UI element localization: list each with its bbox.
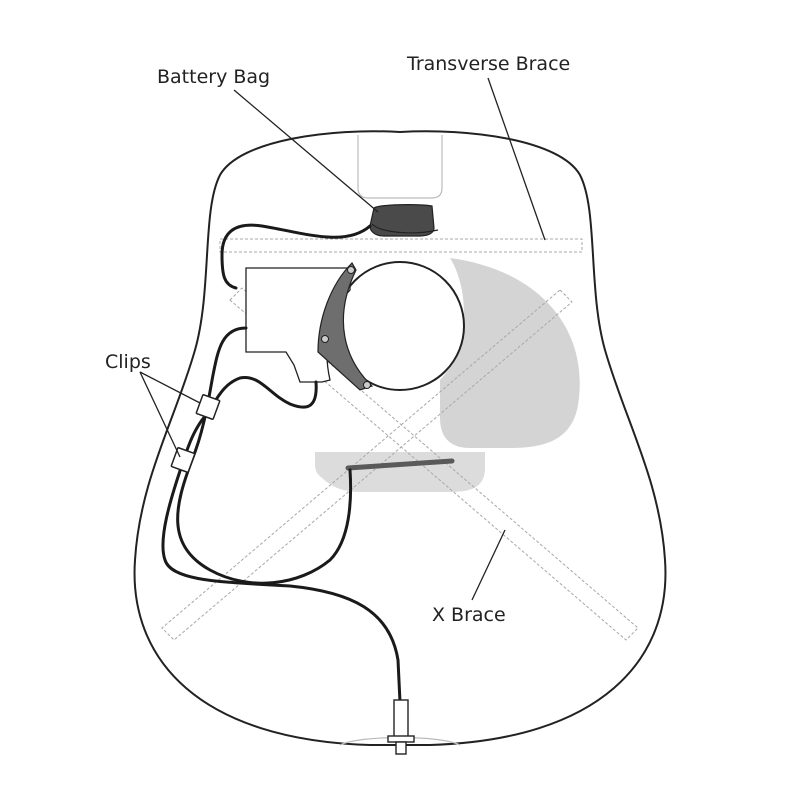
battery-bag-label: Battery Bag [157,66,270,88]
cable-clip-upper [195,394,221,420]
preamp-bracket [317,262,374,391]
end-pin-jack [393,699,409,739]
x-brace-leader [471,529,506,601]
battery-bag [369,204,435,237]
battery-bag-leader [233,89,379,213]
bracket-screw-top [347,266,355,274]
x-brace-bar-a [229,287,639,641]
preamp-cable-output [161,376,402,704]
x-brace-bar-b [161,289,573,641]
bracket-screw-mid [321,335,329,343]
pickguard-shade [440,258,580,448]
transverse-brace [219,238,583,253]
cable-clip-lower [170,447,196,473]
bridge-plate [315,452,485,492]
saddle-pickup [345,458,455,471]
clips-label: Clips [105,351,151,373]
clips-leader-lower [139,371,181,458]
transverse-brace-label: Transverse Brace [406,53,570,75]
bracket-screw-bottom [363,381,371,389]
end-pin-nut [387,735,415,743]
transverse-brace-leader [487,77,546,241]
battery-cable [220,223,372,290]
x-brace-label: X Brace [432,604,506,626]
battery-bag-flap [371,223,439,234]
end-pin-tip [395,741,407,755]
neck-block [357,135,443,199]
preamp-cable-lower [176,326,353,585]
clips-leader-upper [139,371,201,404]
